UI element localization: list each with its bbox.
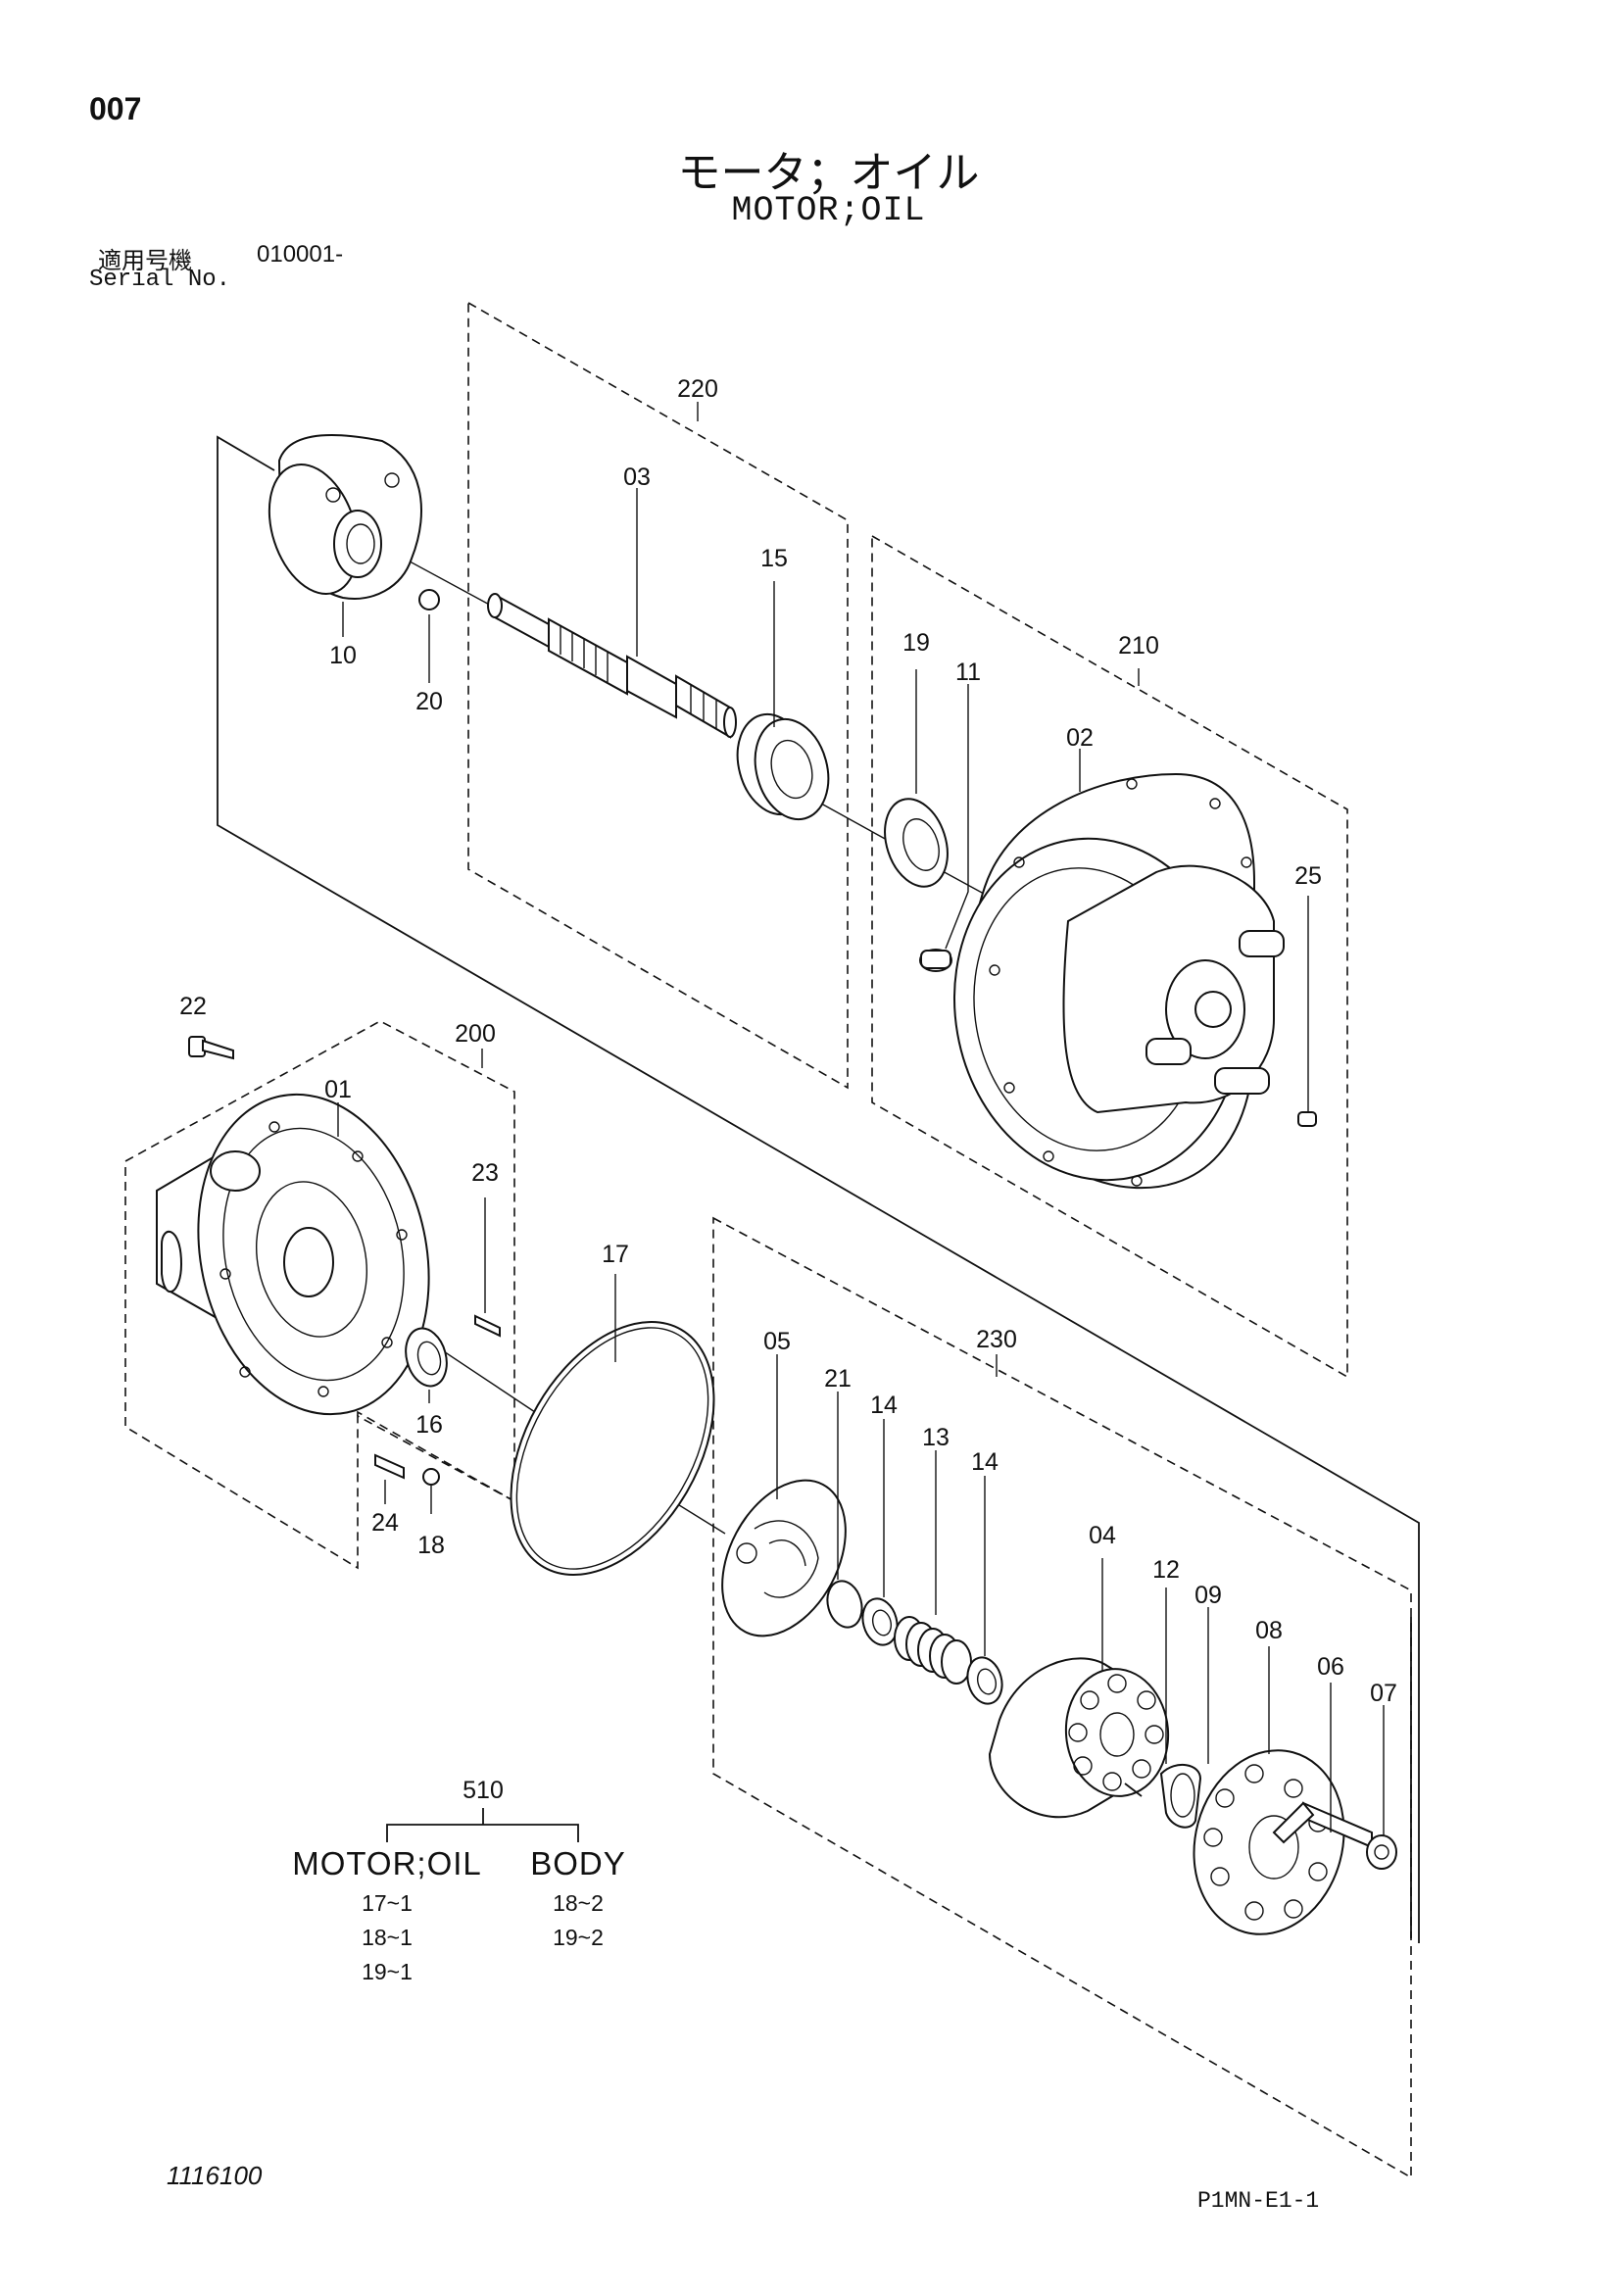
part-23-pin	[474, 1314, 501, 1338]
callout-07: 07	[1370, 1680, 1397, 1707]
part-20-ball	[418, 589, 440, 611]
callout-05: 05	[763, 1328, 791, 1355]
part-06-piston	[1272, 1801, 1373, 1849]
assembly-200-inner-step	[357, 1410, 515, 1502]
part-10-flange	[268, 434, 422, 600]
callout-02: 02	[1066, 724, 1094, 752]
callout-18: 18	[417, 1532, 445, 1559]
kit-table: 510 MOTOR;OIL BODY 17~1 18~1 19~1 18~2 1…	[292, 1777, 626, 1984]
kit-row: 19~2	[553, 1925, 604, 1950]
callout-24: 24	[371, 1509, 399, 1537]
part-14-washer-b	[966, 1656, 1003, 1705]
part-15-bearing	[736, 712, 830, 821]
drawing-number: 1116100	[167, 2161, 263, 2190]
callout-08: 08	[1255, 1617, 1283, 1644]
callout-19: 19	[902, 629, 930, 657]
kit-col-header-motor-oil: MOTOR;OIL	[292, 1845, 482, 1881]
part-17-o-ring	[510, 1321, 715, 1576]
assembly-200-outline	[124, 1020, 515, 1570]
kit-row: 18~2	[553, 1890, 604, 1916]
part-03-shaft	[487, 593, 737, 739]
callout-220: 220	[677, 375, 718, 403]
part-14-washer-a	[861, 1597, 899, 1646]
page-code: P1MN-E1-1	[1197, 2188, 1320, 2214]
callout-09: 09	[1194, 1582, 1222, 1609]
callout-12: 12	[1152, 1556, 1180, 1584]
part-09-bushing	[1159, 1764, 1202, 1829]
callout-10: 10	[329, 642, 357, 669]
callout-06: 06	[1317, 1653, 1344, 1681]
callout-labels: 220 03 15 10 20 19 11 210 02 25 22 200 0…	[179, 375, 1397, 1707]
callout-230: 230	[976, 1326, 1017, 1353]
part-02-housing	[953, 772, 1285, 1190]
kit-number: 510	[463, 1777, 504, 1804]
callout-22: 22	[179, 993, 207, 1020]
callout-14-b: 14	[971, 1448, 999, 1476]
page-number: 007	[89, 91, 142, 126]
part-25-pin	[1297, 1111, 1317, 1127]
callout-16: 16	[415, 1411, 443, 1439]
part-01-body	[156, 1093, 430, 1416]
callout-21: 21	[824, 1365, 852, 1392]
assembly-220-outline	[467, 301, 849, 1090]
serial-label-japanese: 適用号機	[98, 248, 192, 274]
part-22-bolt	[188, 1036, 234, 1060]
callout-01: 01	[324, 1076, 352, 1103]
part-21-snap-ring	[826, 1580, 863, 1629]
part-05-valve-plate	[721, 1479, 847, 1637]
kit-row: 18~1	[362, 1925, 413, 1950]
kit-col-header-body: BODY	[530, 1845, 626, 1881]
kit-row: 19~1	[362, 1959, 413, 1984]
callout-210: 210	[1118, 632, 1159, 659]
title-english: MOTOR;OIL	[731, 191, 926, 230]
serial-number-value: 010001-	[257, 241, 344, 268]
kit-outline-line-upper	[217, 435, 1420, 1943]
callout-23: 23	[471, 1159, 499, 1187]
callout-200: 200	[455, 1020, 496, 1048]
callout-17: 17	[602, 1241, 629, 1268]
part-12-pin	[1124, 1783, 1143, 1797]
part-18-ball	[422, 1468, 440, 1486]
part-11-plug	[919, 949, 952, 972]
leader-lines	[337, 402, 1385, 1835]
part-04-cylinder-block	[988, 1657, 1170, 1819]
callout-25: 25	[1294, 862, 1322, 890]
title-japanese: モータ；オイル	[677, 149, 980, 197]
part-08-retainer-plate	[1193, 1749, 1345, 1935]
part-16-bearing	[405, 1327, 448, 1388]
part-24-pin	[374, 1453, 405, 1480]
callout-14-a: 14	[870, 1392, 898, 1419]
callout-20: 20	[415, 688, 443, 715]
serial-label-english: Serial No.	[89, 267, 231, 293]
assembly-230-outline	[712, 1216, 1412, 2179]
callout-15: 15	[760, 545, 788, 572]
assembly-210-outline	[871, 534, 1348, 1379]
kit-row: 17~1	[362, 1890, 413, 1916]
callout-13: 13	[922, 1424, 950, 1451]
part-13-spring	[894, 1616, 972, 1685]
callout-03: 03	[623, 464, 651, 491]
part-19-seal	[884, 798, 949, 888]
callout-04: 04	[1089, 1522, 1116, 1549]
callout-11: 11	[955, 659, 981, 686]
part-07-shoe	[1366, 1834, 1397, 1870]
